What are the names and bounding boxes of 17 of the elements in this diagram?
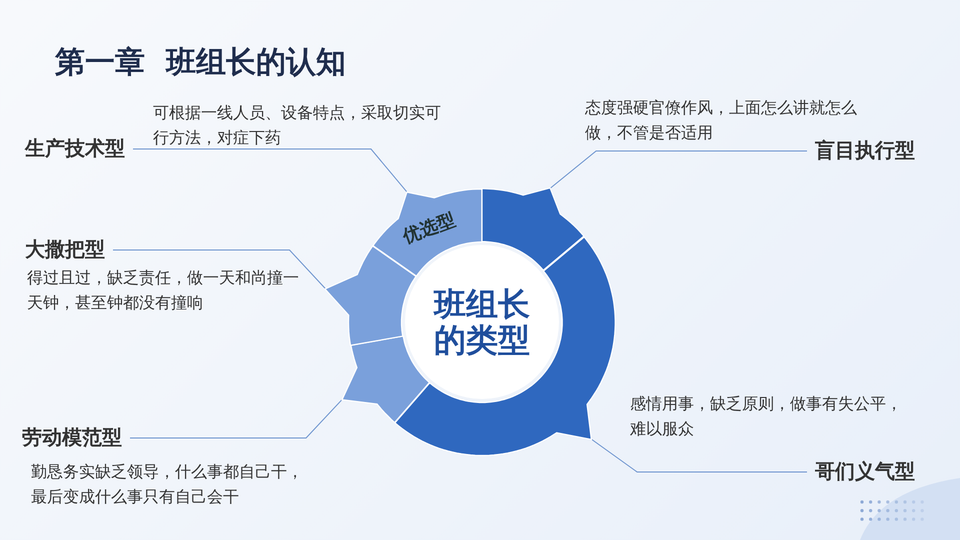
type-heading: 劳动模范型 [22,424,122,450]
leader-line [590,438,808,472]
slide-title: 第一章 班组长的认知 [55,44,346,82]
description-text: 得过且过，缺乏责任，做一天和尚撞一天钟，甚至钟都没有撞响 [27,267,300,314]
ring-segment [325,246,416,346]
ring-segment [342,336,430,422]
leader-line [132,148,408,193]
description-text: 可根据一线人员、设备特点，采取切实可行方法，对症下药 [153,102,442,149]
leader-line [112,250,326,290]
type-heading: 大撒把型 [25,236,105,262]
type-heading: 生产技术型 [25,135,125,161]
leader-line [550,150,808,189]
description-text: 感情用事，缺乏原则，做事有失公平，难以服众 [630,393,903,440]
leader-line [130,399,343,438]
description-text: 勤恳务实缺乏领导，什么事都自己干，最后变成什么事只有自己会干 [31,461,304,508]
ring-segment [482,188,584,271]
type-heading: 哥们义气型 [815,458,915,484]
